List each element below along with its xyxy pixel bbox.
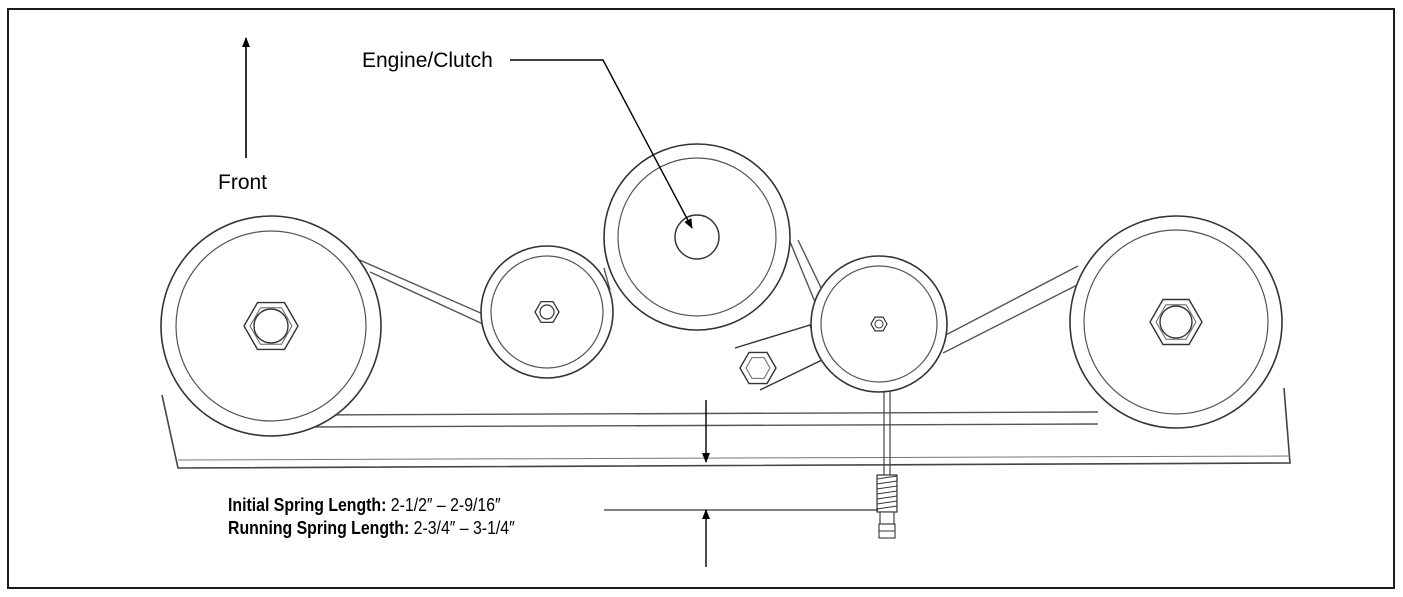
tension-spring	[876, 392, 898, 539]
front-label: Front	[218, 171, 267, 194]
running-spring-length-label: Running Spring Length:	[228, 518, 410, 538]
initial-spring-length: Initial Spring Length: 2-1/2″ – 2-9/16″	[228, 494, 501, 516]
diagram-frame	[7, 8, 1395, 589]
belt	[299, 231, 1099, 428]
deck-plate-edge	[177, 455, 1291, 461]
tensioner-idler-pulley	[810, 255, 948, 393]
deck-plate	[161, 387, 1291, 469]
spring-length-dimension	[604, 400, 878, 567]
left-pulley	[160, 215, 382, 437]
left-idler-pulley	[480, 245, 614, 379]
running-spring-length-value: 2-3/4″ – 3-1/4″	[413, 518, 515, 538]
initial-spring-length-value: 2-1/2″ – 2-9/16″	[390, 495, 501, 515]
engine-clutch-label: Engine/Clutch	[362, 49, 493, 72]
initial-spring-length-label: Initial Spring Length:	[228, 495, 387, 515]
right-pulley	[1069, 215, 1283, 429]
tensioner-arm	[734, 324, 823, 391]
running-spring-length: Running Spring Length: 2-3/4″ – 3-1/4″	[228, 517, 515, 539]
engine-clutch-leader	[510, 59, 693, 229]
engine-clutch-pulley	[603, 143, 791, 331]
